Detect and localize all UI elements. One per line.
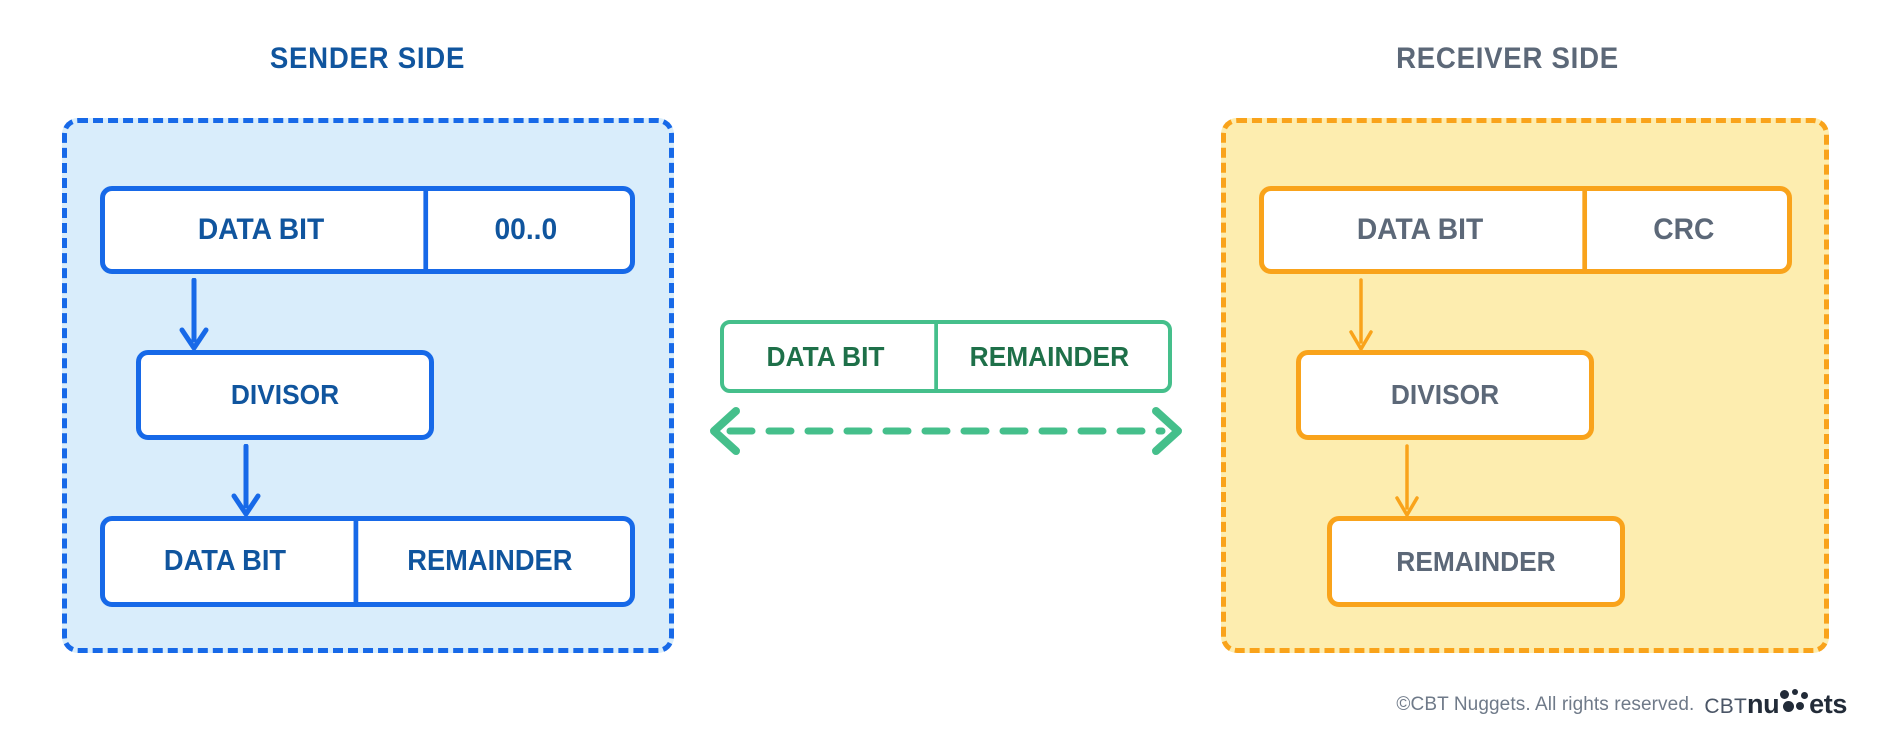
sender-data-bit-cell: DATA BIT	[197, 213, 325, 246]
sender-divisor-box: DIVISOR	[136, 350, 434, 440]
sender-data-bit-zeros-box: DATA BIT 00..0	[100, 186, 635, 274]
transmitted-data-bit-cell: DATA BIT	[766, 340, 885, 372]
transmitted-remainder-cell: REMAINDER	[934, 324, 1161, 389]
logo-cbt-text: CBT	[1704, 695, 1747, 718]
sender-divisor-label: DIVISOR	[230, 379, 340, 410]
receiver-data-bit-crc-box: DATA BIT CRC	[1259, 186, 1792, 274]
transmission-bidirectional-arrow-icon	[710, 407, 1182, 455]
copyright-text: ©CBT Nuggets. All rights reserved.	[1396, 693, 1695, 715]
sender-arrow-divisor-to-remainder-icon	[231, 444, 261, 517]
receiver-data-bit-cell: DATA BIT	[1356, 213, 1484, 246]
sender-side-title: SENDER SIDE	[269, 42, 466, 75]
receiver-crc-cell: CRC	[1582, 191, 1780, 269]
receiver-arrow-data-to-divisor-icon	[1349, 278, 1373, 351]
receiver-divisor-box: DIVISOR	[1296, 350, 1594, 440]
receiver-arrow-divisor-to-remainder-icon	[1395, 444, 1419, 517]
receiver-divisor-label: DIVISOR	[1390, 379, 1500, 410]
sender-data-bit-remainder-box: DATA BIT REMAINDER	[100, 516, 635, 607]
receiver-remainder-label: REMAINDER	[1396, 545, 1556, 577]
logo-nu-text: nu	[1746, 689, 1780, 719]
sender-result-remainder-cell: REMAINDER	[353, 521, 622, 602]
receiver-side-title: RECEIVER SIDE	[1396, 42, 1619, 75]
nugget-dots-icon	[1779, 689, 1809, 713]
transmitted-frame-box: DATA BIT REMAINDER	[720, 320, 1172, 393]
sender-result-data-bit-cell: DATA BIT	[163, 545, 287, 577]
receiver-remainder-box: REMAINDER	[1327, 516, 1625, 607]
sender-zero-padding-cell: 00..0	[423, 191, 623, 269]
logo-ets-text: ets	[1809, 689, 1847, 719]
sender-arrow-data-to-divisor-icon	[179, 278, 209, 351]
